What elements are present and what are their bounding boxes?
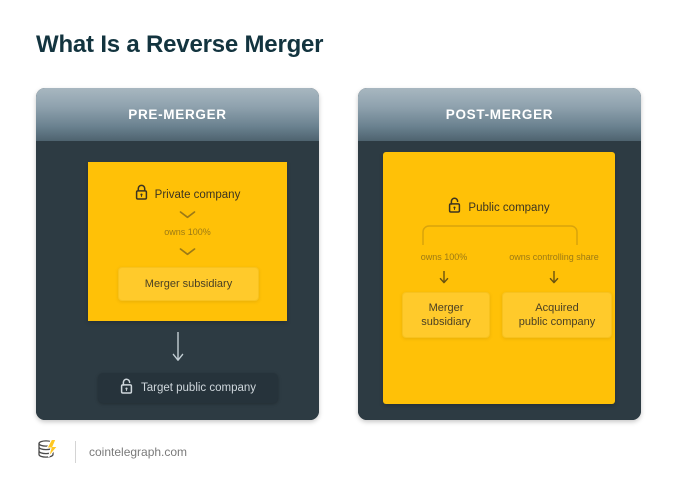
footer-site-label: cointelegraph.com: [89, 444, 188, 459]
post-relation-label-right: owns controlling share: [509, 252, 599, 262]
arrow-down-icon-right: [495, 270, 613, 290]
page-title: What Is a Reverse Merger: [36, 31, 324, 58]
lock-open-icon: [448, 197, 461, 218]
target-public-company-label: Target public company: [140, 382, 257, 394]
lock-open-icon: [120, 378, 133, 399]
merger-subsidiary-box: Merger subsidiary: [118, 267, 259, 301]
panel-post-merger-header-label: POST-MERGER: [445, 107, 554, 122]
panel-pre-merger-header-label: PRE-MERGER: [128, 107, 227, 122]
panel-pre-merger-header: PRE-MERGER: [36, 88, 319, 141]
chevron-down-icon: [88, 207, 287, 225]
panel-pre-merger-body: Private company owns 100% Merger subsidi…: [36, 141, 319, 420]
post-relation-label-left: owns 100%: [420, 252, 468, 262]
private-company-group: Private company owns 100% Merger subsidi…: [88, 162, 287, 321]
panel-post-merger-body: Public company owns 100% owns controllin…: [358, 141, 641, 420]
private-company-label: Private company: [154, 188, 241, 201]
private-company-node: Private company: [88, 184, 287, 205]
public-company-label: Public company: [468, 201, 550, 214]
pre-relation-label: owns 100%: [164, 227, 211, 237]
public-company-node: Public company: [383, 197, 615, 218]
panel-pre-merger: PRE-MERGER Private company: [36, 88, 319, 420]
public-company-group: Public company owns 100% owns controllin…: [383, 152, 615, 404]
panel-post-merger-header: POST-MERGER: [358, 88, 641, 141]
footer: cointelegraph.com: [36, 437, 187, 466]
panel-post-merger: POST-MERGER Public company: [358, 88, 641, 420]
target-public-company-box: Target public company: [98, 373, 278, 403]
cointelegraph-logo-icon: [36, 437, 62, 466]
arrow-down-icon: [36, 331, 319, 369]
chevron-down-icon-2: [88, 244, 287, 262]
branch-bracket-connector: [421, 224, 579, 246]
lock-closed-icon: [135, 184, 148, 205]
arrow-down-icon-left: [391, 270, 497, 290]
footer-divider: [75, 440, 76, 463]
